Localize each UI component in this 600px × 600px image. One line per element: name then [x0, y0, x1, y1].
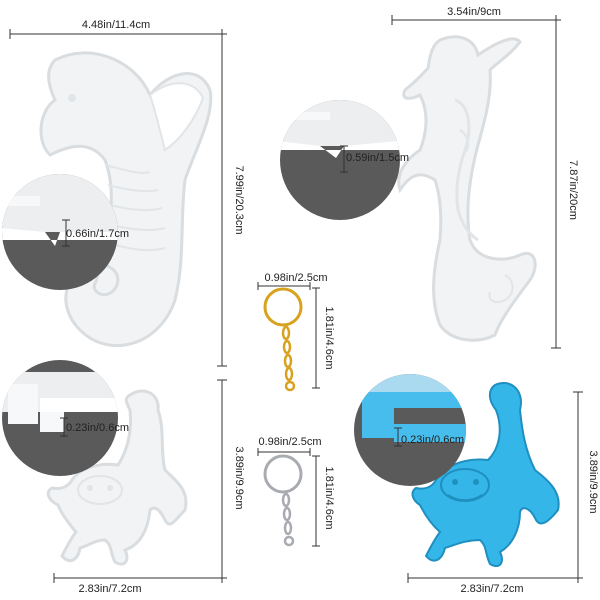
silver-keyring-height-label: 1.81in/4.6cm: [323, 467, 335, 530]
white-lizard-height-dimension: 3.89in/9.9cm: [217, 379, 245, 579]
silver-keyring-width-label: 0.98in/2.5cm: [259, 436, 322, 448]
gecko-mold: [397, 35, 537, 342]
silver-keyring-width-dimension: 0.98in/2.5cm: [257, 436, 322, 456]
gecko-width-label: 3.54in/9cm: [447, 6, 501, 18]
gold-keyring-width-dimension: 0.98in/2.5cm: [257, 272, 328, 290]
white-lizard-height-label: 3.89in/9.9cm: [233, 447, 245, 510]
gold-keyring-width-label: 0.98in/2.5cm: [265, 272, 328, 284]
seahorse-height-dimension: 7.99in/20.3cm: [217, 33, 245, 367]
gecko-depth-label: 0.59in/1.5cm: [346, 152, 409, 164]
white-lizard-width-label: 2.83in/7.2cm: [79, 583, 142, 595]
blue-lizard-height-dimension: 3.89in/9.9cm: [573, 391, 599, 579]
gecko-width-dimension: 3.54in/9cm: [391, 6, 557, 25]
blue-lizard-width-label: 2.83in/7.2cm: [461, 583, 524, 595]
seahorse-height-label: 7.99in/20.3cm: [233, 165, 245, 234]
seahorse-width-label: 4.48in/11.4cm: [82, 19, 150, 31]
seahorse-depth-label: 0.66in/1.7cm: [66, 228, 129, 240]
white-lizard-mold: [46, 389, 188, 566]
gold-keyring-height-label: 1.81in/4.6cm: [323, 307, 335, 370]
blue-lizard-depth-label: 0.23in/0.6cm: [401, 434, 464, 446]
gecko-depth-zoom: 0.59in/1.5cm: [280, 100, 409, 220]
white-lizard-depth-zoom: 0.23in/0.6cm: [2, 360, 129, 476]
blue-lizard-height-label: 3.89in/9.9cm: [587, 451, 599, 514]
gecko-height-label: 7.87in/20cm: [567, 160, 579, 220]
blue-lizard-width-dimension: 2.83in/7.2cm: [407, 573, 579, 595]
silver-keyring: 0.98in/2.5cm 1.81in/4.6cm: [257, 436, 335, 547]
seahorse-width-dimension: 4.48in/11.4cm: [9, 19, 223, 39]
white-lizard-depth-label: 0.23in/0.6cm: [66, 422, 129, 434]
gecko-height-dimension: 7.87in/20cm: [551, 19, 579, 349]
silver-keyring-height-dimension: 1.81in/4.6cm: [312, 455, 335, 547]
blue-lizard-depth-zoom: 0.23in/0.6cm: [354, 374, 466, 486]
gold-keyring: 0.98in/2.5cm 1.81in/4.6cm: [257, 272, 335, 392]
gold-keyring-height-dimension: 1.81in/4.6cm: [312, 287, 335, 389]
white-lizard-width-dimension: 2.83in/7.2cm: [53, 573, 223, 595]
